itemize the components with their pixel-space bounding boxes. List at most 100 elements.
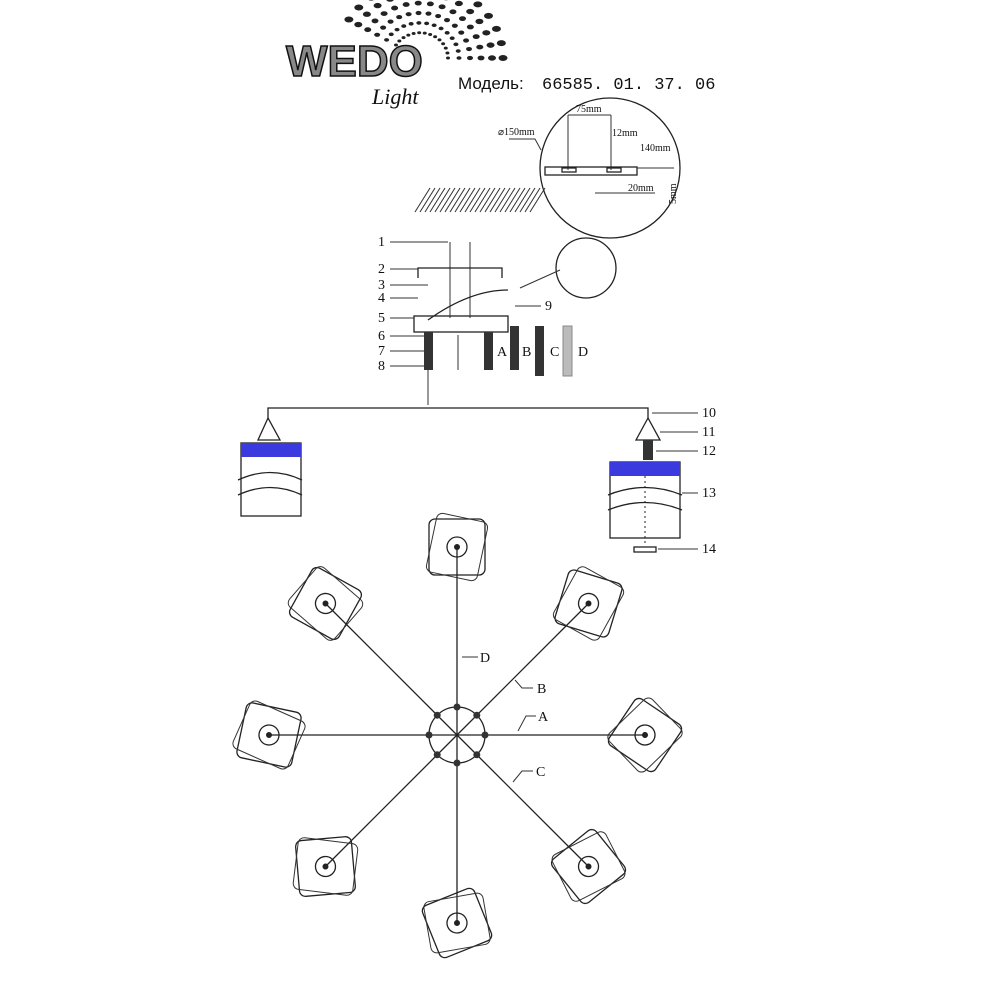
logo-dot xyxy=(388,32,394,37)
logo-dot xyxy=(463,38,470,43)
label-a: A xyxy=(538,710,549,725)
logo-dot xyxy=(380,11,388,17)
hatch-line xyxy=(429,187,446,213)
logo-dot xyxy=(364,27,372,33)
callout-11: 11 xyxy=(702,425,715,440)
lamp-head xyxy=(292,836,359,898)
logo-dot xyxy=(401,24,407,28)
hatch-line xyxy=(454,187,471,213)
callout-4: 4 xyxy=(378,291,385,306)
lamp-head xyxy=(607,697,683,773)
hatch-line xyxy=(464,187,481,213)
dim-slot: 12mm xyxy=(612,128,638,139)
mount-bracket-detail: ⌀150mm 75mm 12mm 140mm 20mm 5mm xyxy=(498,97,681,239)
callout-1: 1 xyxy=(378,235,385,250)
logo-dot xyxy=(475,18,484,25)
logo-subtext: Light xyxy=(371,84,419,109)
logo-dot xyxy=(438,26,444,31)
canopy-assembly xyxy=(413,237,617,405)
hatch-line xyxy=(439,187,456,213)
lamp-head xyxy=(552,566,625,641)
logo-dot xyxy=(424,21,430,26)
hatch-line xyxy=(424,187,441,213)
logo-dot xyxy=(491,25,501,32)
lamp-head xyxy=(287,566,364,641)
callout-10: 10 xyxy=(702,406,716,421)
logo-dot xyxy=(406,33,411,37)
hatch-line xyxy=(489,187,506,213)
logo-dot xyxy=(354,4,364,11)
logo-dot xyxy=(433,35,438,39)
label-b: B xyxy=(537,682,546,697)
callout-6: 6 xyxy=(378,329,385,344)
logo-dot xyxy=(449,9,457,15)
hatch-line xyxy=(449,187,466,213)
joint xyxy=(433,751,441,759)
top-view xyxy=(232,512,683,959)
logo-dot xyxy=(451,23,458,28)
logo-dot xyxy=(362,11,371,17)
logo-dot xyxy=(422,31,427,35)
logo-dot xyxy=(455,49,461,53)
hatch-line xyxy=(509,187,526,213)
logo-dot xyxy=(449,36,455,40)
logo-dot xyxy=(405,12,412,17)
hatch-line xyxy=(414,187,431,213)
logo-dot xyxy=(467,55,473,61)
hatch-line xyxy=(499,187,516,213)
rod-label-a: A xyxy=(497,345,508,360)
logo-dot xyxy=(466,46,473,52)
logo-dot xyxy=(387,19,394,24)
callout-8: 8 xyxy=(378,359,385,374)
logo-dot xyxy=(453,42,459,47)
joint xyxy=(473,751,481,759)
hatch-line xyxy=(504,187,521,213)
dim-width: 75mm xyxy=(576,104,602,115)
callout-5: 5 xyxy=(378,311,385,326)
logo-dot xyxy=(417,31,422,35)
logo-dot xyxy=(444,31,450,35)
lamp-head xyxy=(425,512,489,582)
logo-dot xyxy=(458,16,466,22)
logo-dot xyxy=(391,5,399,11)
rod-label-b: B xyxy=(522,345,531,360)
callout-13: 13 xyxy=(702,486,716,501)
callout-2: 2 xyxy=(378,262,385,277)
logo-dot xyxy=(373,2,382,9)
callout-12: 12 xyxy=(702,444,716,459)
logo-dot xyxy=(374,32,381,37)
hatch-line xyxy=(479,187,496,213)
callout-7: 7 xyxy=(378,344,385,359)
logo-dot xyxy=(445,51,450,55)
hatch-line xyxy=(419,187,436,213)
logo-dot xyxy=(368,0,374,1)
hatch-line xyxy=(459,187,476,213)
logo-dot xyxy=(441,42,446,46)
brand-logo: WEDO Light xyxy=(285,0,508,109)
logo-dot xyxy=(425,11,432,16)
logo-dot xyxy=(456,56,462,60)
logo-dot xyxy=(414,0,422,6)
side-view xyxy=(237,407,683,553)
logo-dot xyxy=(344,16,354,23)
logo-dot xyxy=(466,24,474,30)
dim-depth: 5mm xyxy=(668,183,679,204)
label-c: C xyxy=(536,765,545,780)
label-d: D xyxy=(480,651,490,666)
logo-dot xyxy=(437,38,442,42)
hatch-line xyxy=(444,187,461,213)
hatch-line xyxy=(474,187,491,213)
logo-dot xyxy=(401,36,406,40)
logo-dot xyxy=(454,0,463,7)
logo-dot xyxy=(446,56,450,60)
logo-dot xyxy=(415,10,422,16)
ceiling-hatch xyxy=(414,187,546,213)
dim-offset: 20mm xyxy=(628,183,654,194)
joint xyxy=(453,759,461,767)
hatch-line xyxy=(529,187,546,213)
logo-dot xyxy=(397,39,402,43)
logo-dot xyxy=(394,43,399,47)
callout-9: 9 xyxy=(545,299,552,314)
model-number: 66585. 01. 37. 06 xyxy=(542,76,715,95)
